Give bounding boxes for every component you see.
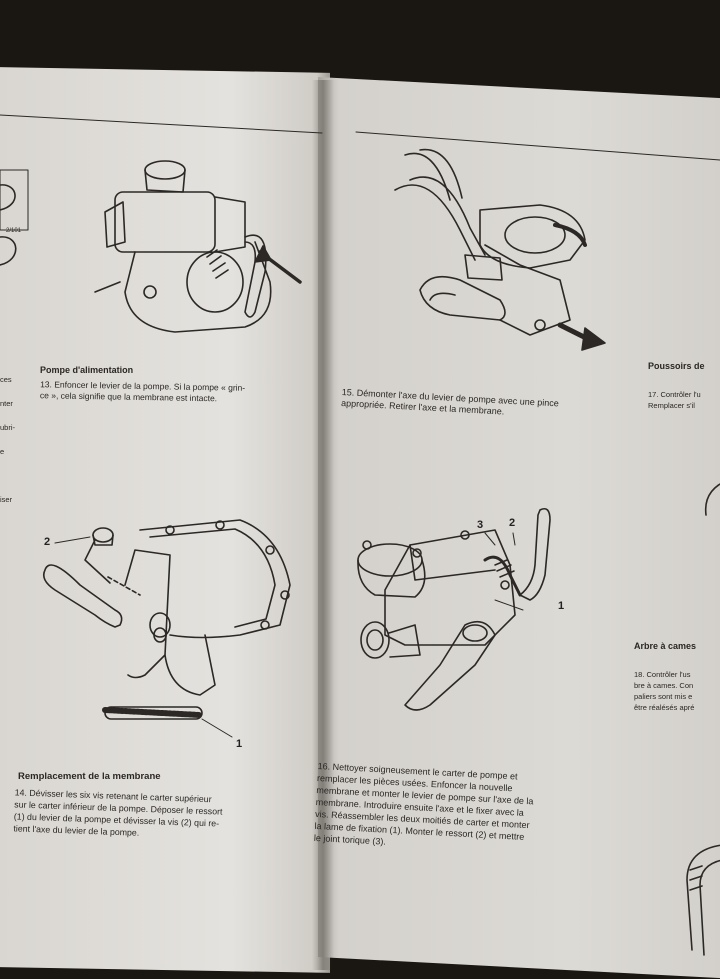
margin-fragment: ubri- <box>0 423 16 432</box>
section-title-pompe: Pompe d'alimentation <box>40 365 134 375</box>
label-1-fig16: 1 <box>558 600 565 612</box>
right-edge-curve <box>704 483 720 516</box>
margin-figure-number: 2/101 <box>6 228 22 234</box>
pliers-figure-15 <box>394 148 606 351</box>
step-14-text: 14. Dévisser les six vis retenant le car… <box>13 787 223 838</box>
assembled-pump-figure-16 <box>357 507 551 711</box>
right-side-text-2: Arbre à cames 18. Contrôler l'us bre à c… <box>634 630 720 724</box>
margin-fragment <box>0 470 22 482</box>
step-13-text: 13. Enfoncer le levier de la pompe. Si l… <box>39 379 246 404</box>
margin-fragment: e <box>0 447 5 456</box>
label-1-fig14: 1 <box>236 738 243 750</box>
label-3-fig16: 3 <box>477 519 484 531</box>
side-title-arbre: Arbre à cames <box>634 641 697 651</box>
side-step-18: 18. Contrôler l'us bre à cames. Con pali… <box>634 670 695 712</box>
margin-fragment: nter <box>0 399 13 408</box>
book-gutter <box>312 80 334 970</box>
label-2-fig16: 2 <box>509 517 516 529</box>
pump-housing-figure-14 <box>42 519 291 738</box>
label-2-fig14: 2 <box>44 536 51 548</box>
right-edge-figure <box>686 844 720 956</box>
section-title-membrane: Remplacement de la membrane <box>18 771 161 782</box>
fuel-pump-figure-13 <box>94 160 302 333</box>
margin-fragment: iser <box>0 495 13 504</box>
side-title-poussoirs: Poussoirs de <box>648 361 705 371</box>
side-step-17: 17. Contrôler l'u Remplacer s'il <box>648 390 701 410</box>
left-margin-figure <box>0 169 29 266</box>
right-side-text-1: Poussoirs de 17. Contrôler l'u Remplacer… <box>648 350 720 422</box>
step-16-text: 16. Nettoyer soigneusement le carter de … <box>313 760 534 847</box>
left-margin-text: ces nter ubri- e iser <box>0 362 22 518</box>
margin-fragment: ces <box>0 375 12 384</box>
